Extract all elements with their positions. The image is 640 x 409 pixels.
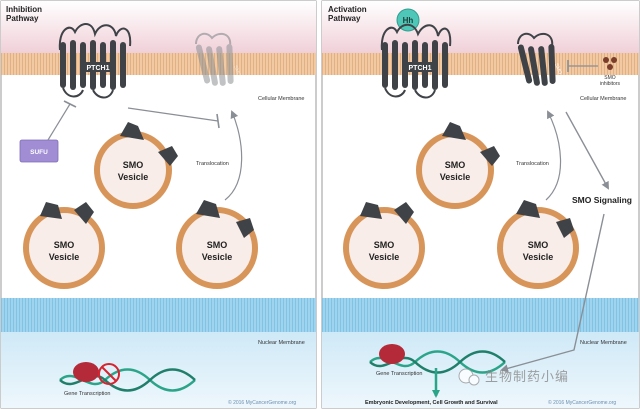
extracellular-band <box>322 1 639 53</box>
activation-panel: Activation Pathway Hh PTCH1 <box>321 0 640 409</box>
smo-vesicle: SMO Vesicle <box>497 200 579 289</box>
nuclear-membrane <box>1 298 316 332</box>
sufu-inhibition-line <box>47 103 71 141</box>
vesicle-label-line2: Vesicle <box>523 252 554 262</box>
cell-membrane <box>1 53 316 75</box>
smo-vesicle: SMO Vesicle <box>416 122 500 209</box>
cell-membrane <box>322 53 639 75</box>
smo-tag: SMO <box>553 63 563 76</box>
ptch1-receptor: PTCH1 <box>380 23 452 99</box>
inhibition-panel: Inhibition Pathway PTCH1 <box>0 0 317 409</box>
extracellular-band <box>1 1 316 53</box>
hh-label: Hh <box>403 16 414 25</box>
sufu-inhibition-bar <box>63 100 77 108</box>
sufu-box <box>19 139 59 163</box>
ptch1-label: PTCH1 <box>87 65 110 72</box>
vesicle-label-line2: Vesicle <box>118 172 149 182</box>
translocation-label: Translocation <box>516 161 549 167</box>
vesicle-label-line1: SMO <box>445 160 466 170</box>
smo-signaling-arrow <box>565 111 609 190</box>
smo-receptor-active: SMO <box>517 32 563 86</box>
smo-tag: SMO <box>232 65 242 78</box>
rna-polymerase <box>379 344 405 364</box>
outcome-label: Embryonic Development, Cell Growth and S… <box>365 400 498 406</box>
vesicle-label-line2: Vesicle <box>202 252 233 262</box>
cell-membrane-label: Cellular Membrane <box>258 96 304 102</box>
gene-transcription-label: Gene Transcription <box>64 391 110 397</box>
nucleus-area <box>1 332 316 408</box>
smo-vesicle: SMO Vesicle <box>94 122 178 209</box>
gene-transcription-label: Gene Transcription <box>376 371 422 377</box>
smo-inhibitors-label-line1: SMO <box>604 75 616 81</box>
smo-receptor-inactive: SMO <box>195 32 242 86</box>
vesicle-label-line2: Vesicle <box>49 252 80 262</box>
vesicle-label-line2: Vesicle <box>369 252 400 262</box>
ptch1-inhibition-bar <box>216 113 220 129</box>
vesicle-label-line1: SMO <box>374 240 395 250</box>
watermark: 生物制药小编 <box>458 368 569 386</box>
smo-vesicle: SMO Vesicle <box>23 202 105 289</box>
smo-vesicle: SMO Vesicle <box>176 200 258 289</box>
blocked-icon-slash <box>101 366 117 382</box>
translocation-label: Translocation <box>196 161 229 167</box>
vesicle-label-line1: SMO <box>528 240 549 250</box>
panel-title-line1: Inhibition <box>6 5 42 14</box>
vesicle-label-line2: Vesicle <box>440 172 471 182</box>
watermark-text: 生物制药小编 <box>485 369 569 384</box>
translocation-arrow <box>224 110 243 201</box>
nuclear-membrane <box>322 298 639 332</box>
blocked-icon <box>98 363 120 385</box>
cell-membrane-label: Cellular Membrane <box>580 96 626 102</box>
vesicle-label-line1: SMO <box>123 160 144 170</box>
translocation-arrow <box>545 110 562 201</box>
smo-inhibitor-molecules <box>603 57 617 70</box>
wechat-icon-bubble <box>468 374 480 386</box>
ptch1-receptor: PTCH1 <box>58 23 132 99</box>
panel-title-line2: Pathway <box>6 14 39 23</box>
smo-signaling-label: SMO Signaling <box>572 195 632 205</box>
rna-polymerase <box>73 362 99 382</box>
signaling-to-nucleus-arrow <box>500 213 605 373</box>
vesicle-label-line1: SMO <box>54 240 75 250</box>
sufu-label: SUFU <box>30 149 48 156</box>
nuclear-membrane-label: Nuclear Membrane <box>580 340 627 346</box>
smo-vesicle: SMO Vesicle <box>343 202 425 289</box>
credit-text: © 2016 MyCancerGenome.org <box>548 399 616 406</box>
credit-text: © 2016 MyCancerGenome.org <box>228 399 296 406</box>
panel-title-line2: Pathway <box>328 14 361 23</box>
nucleus-area <box>322 332 639 408</box>
nuclear-membrane-label: Nuclear Membrane <box>258 340 305 346</box>
ptch1-label: PTCH1 <box>409 65 432 72</box>
smo-inhibitors-label-line2: inhibitors <box>600 81 621 87</box>
ptch1-inhibition-line <box>127 107 219 122</box>
vesicle-label-line1: SMO <box>207 240 228 250</box>
panel-title-line1: Activation <box>328 5 367 14</box>
